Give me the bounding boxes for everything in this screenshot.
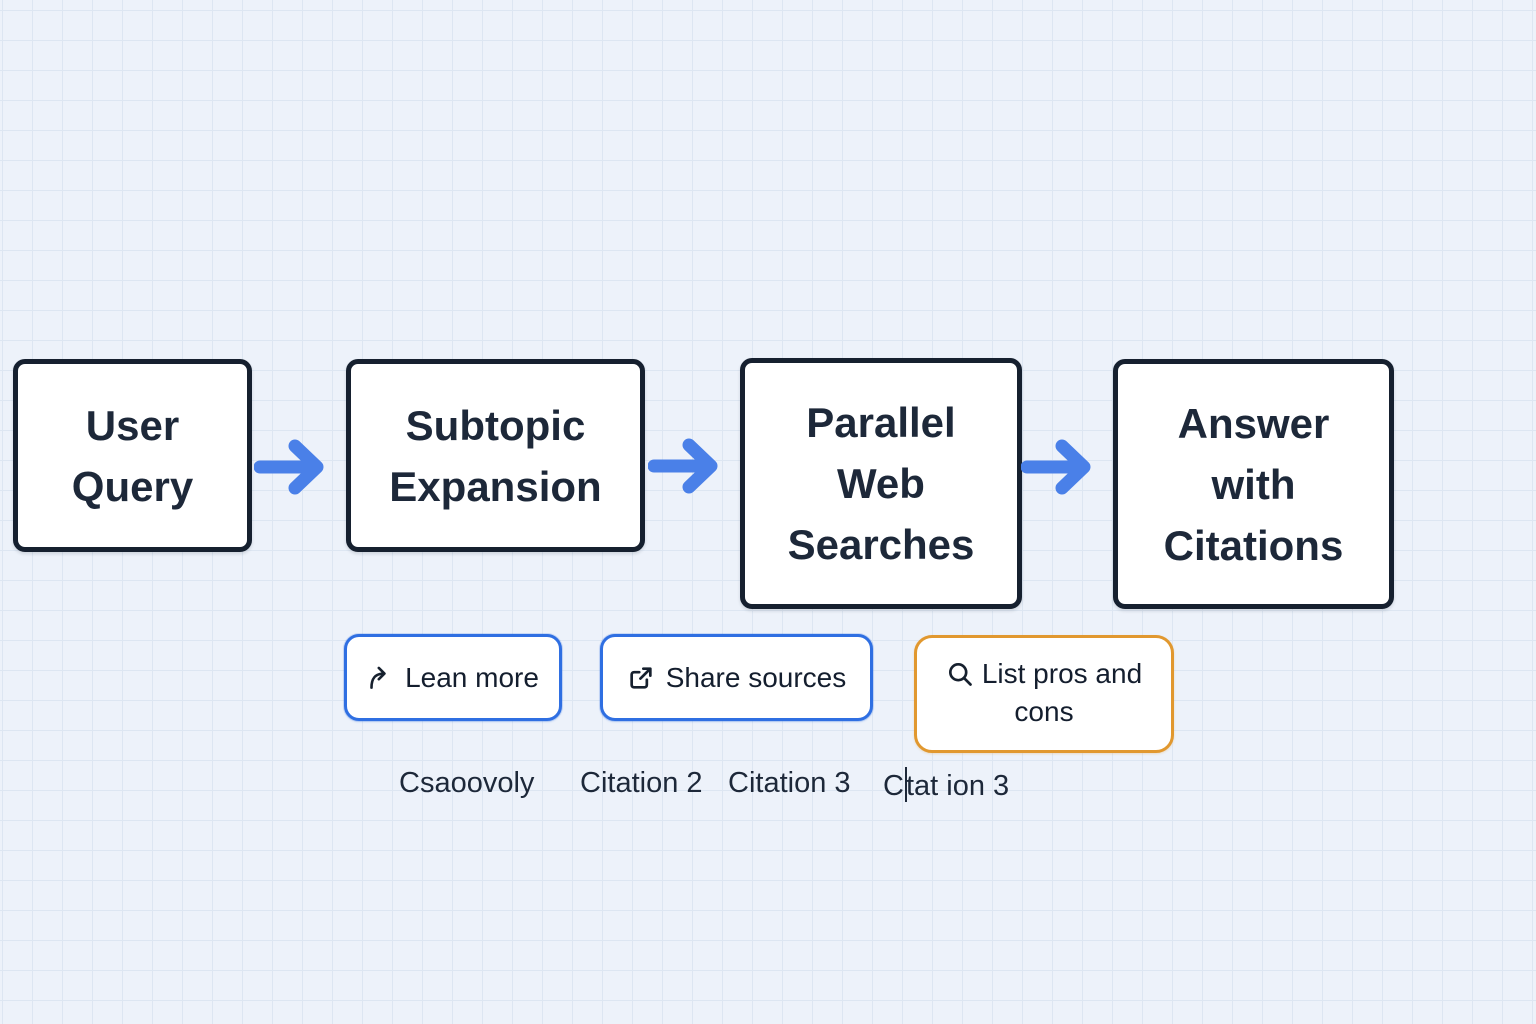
list-pros-and-cons-button[interactable]: List pros and cons (914, 635, 1174, 753)
button-label: Lean more (405, 661, 539, 693)
flow-connector-3[interactable] (1021, 438, 1099, 496)
search-icon (948, 662, 972, 686)
citation-label-4-editing[interactable]: Ctat ion 3 (883, 767, 1009, 803)
arrow-right-icon (1021, 439, 1091, 495)
citation-text-after-caret: tat ion 3 (905, 770, 1010, 802)
citation-label-1[interactable]: Csaoovoly (399, 767, 535, 799)
button-label: List pros and cons (981, 658, 1143, 727)
text-cursor (904, 767, 907, 802)
share-sources-button[interactable]: Share sources (600, 634, 873, 721)
arrow-right-icon (648, 438, 718, 494)
flow-node-label: Answer with Citations (1163, 399, 1344, 569)
flow-node-label: Parallel Web Searches (787, 399, 975, 568)
citation-label-3[interactable]: Citation 3 (728, 767, 851, 799)
flow-node-user-query[interactable]: User Query (13, 359, 252, 552)
share-forward-icon (370, 666, 386, 689)
flow-node-label: User Query (71, 401, 194, 510)
flow-node-label: Subtopic Expansion (389, 401, 602, 510)
lean-more-button[interactable]: Lean more (344, 634, 562, 721)
citation-text-before-caret: C (883, 770, 904, 802)
flow-node-parallel-web-searches[interactable]: Parallel Web Searches (740, 358, 1022, 609)
external-link-icon (630, 666, 652, 689)
flow-connector-2[interactable] (648, 437, 726, 495)
flow-node-subtopic-expansion[interactable]: Subtopic Expansion (346, 359, 645, 552)
citation-label-2[interactable]: Citation 2 (580, 767, 703, 799)
arrow-right-icon (254, 439, 324, 495)
button-label: Share sources (665, 661, 847, 693)
flow-node-answer-with-citations[interactable]: Answer with Citations (1113, 359, 1394, 609)
flow-connector-1[interactable] (254, 438, 332, 496)
